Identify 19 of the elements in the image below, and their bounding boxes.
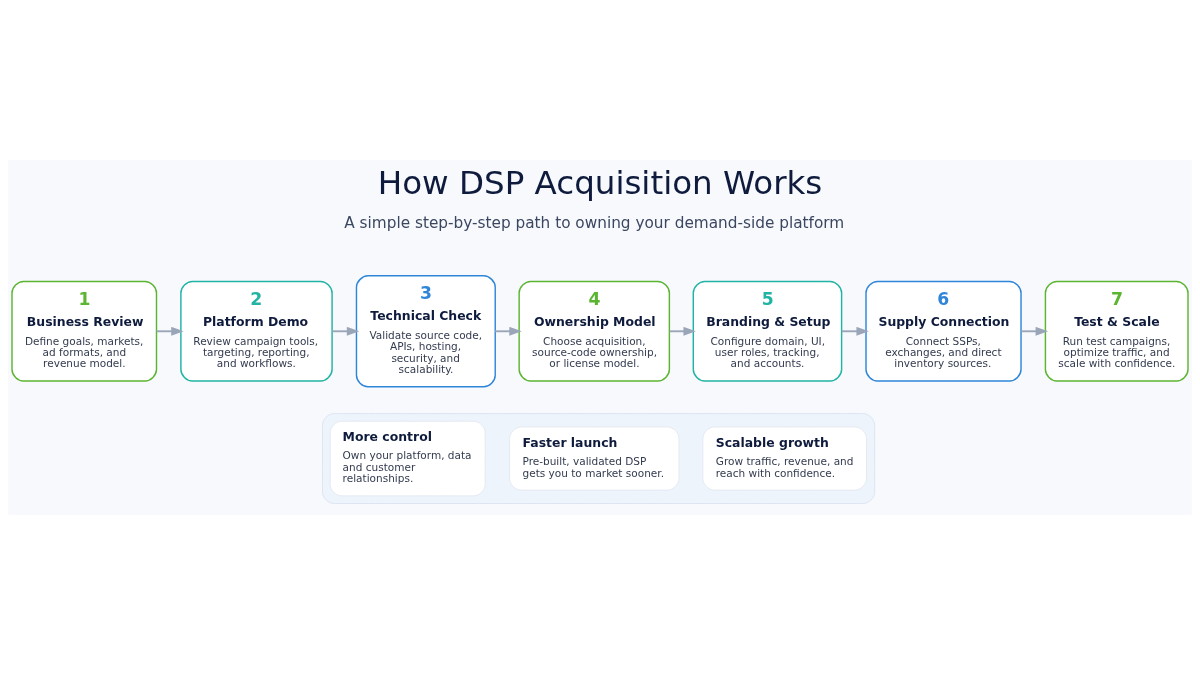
arrow <box>331 326 360 336</box>
node-box: 3 Technical Check Validate source code, APIs, hosting, security, and scalability. <box>355 275 496 388</box>
node-box: 2 Platform Demo Review campaign tools, targeting, reporting, and workflows. <box>180 280 333 382</box>
label: A simple step-by-step path to owning your demand-side platform <box>344 213 845 232</box>
diagram-title: How DSP Acquisition Works <box>377 163 823 202</box>
node-box: Faster launch Pre-built, validated DSP gets you to market sooner. <box>509 426 680 491</box>
arrow <box>1020 326 1049 336</box>
arrow <box>668 326 696 336</box>
node-box: 4 Ownership Model Choose acquisition, source-code ownership, or license model. <box>518 280 671 382</box>
node-box: 6 Supply Connection Connect SSPs, exchanges, and direct inventory sources. <box>865 280 1022 382</box>
arrow <box>155 326 184 336</box>
node-box: 5 Branding & Setup Configure domain, UI, user roles, tracking, and accounts. <box>692 280 843 382</box>
arrow <box>494 326 522 336</box>
cluster <box>322 413 876 504</box>
node-box: Scalable growth Grow traffic, revenue, and reach with confidence. <box>702 426 867 491</box>
node-box: 7 Test & Scale Run test campaigns, optimize traffic, and scale with confidence. <box>1044 280 1189 382</box>
node-box: More control Own your platform, data and customer relationships. <box>329 420 486 497</box>
arrow <box>840 326 869 336</box>
node-box: 1 Business Review Define goals, markets, ad formats, and revenue model. <box>11 280 158 382</box>
